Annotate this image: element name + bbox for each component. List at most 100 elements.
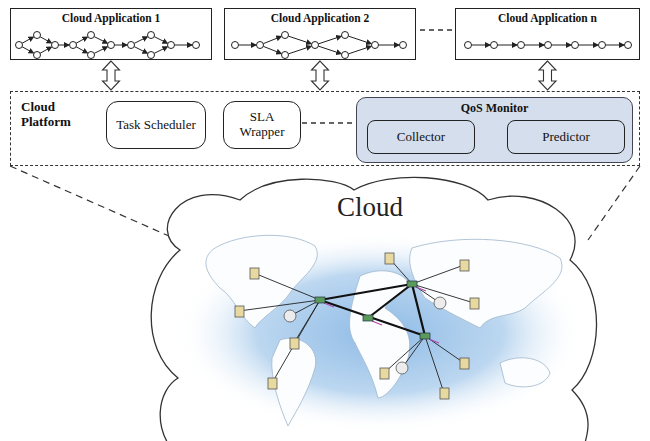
graph-vertex xyxy=(491,42,498,49)
graph-edge xyxy=(59,45,70,46)
access-link xyxy=(384,336,425,373)
switch-icon xyxy=(363,315,373,321)
graph-vertex xyxy=(625,42,632,49)
server-icon xyxy=(380,368,389,379)
graph-vertex xyxy=(282,32,289,39)
graph-vertex xyxy=(372,42,379,49)
graph-edge xyxy=(606,45,625,46)
server-icon xyxy=(385,253,394,264)
workflow-graph xyxy=(456,29,641,61)
continent xyxy=(206,235,317,328)
graph-edge xyxy=(94,47,107,54)
node-label: Cloud Application n xyxy=(498,12,597,24)
graph-vertex xyxy=(16,42,23,49)
graph-edge xyxy=(40,37,51,43)
backbone-link xyxy=(320,300,425,336)
application-box: Cloud Application 2 xyxy=(224,8,416,60)
graph-vertex xyxy=(34,32,41,39)
graph-vertex xyxy=(88,52,95,59)
node-label: Cloud Application 2 xyxy=(271,12,369,24)
purple-link xyxy=(324,303,334,307)
database-icon xyxy=(396,362,408,374)
graph-edge xyxy=(263,36,281,43)
cloud-shape: Cloud xyxy=(140,168,600,441)
graph-edge xyxy=(579,45,599,46)
graph-vertex xyxy=(148,52,155,59)
switch-icon xyxy=(407,281,417,287)
map-glow xyxy=(175,233,585,433)
backbone-link xyxy=(320,284,412,300)
graph-edge xyxy=(498,45,518,46)
server-icon xyxy=(235,306,244,317)
graph-vertex xyxy=(70,42,77,49)
graph-vertex xyxy=(465,42,472,49)
graph-edge xyxy=(288,46,311,54)
graph-vertex xyxy=(342,32,349,39)
graph-edge xyxy=(239,45,257,46)
graph-edge xyxy=(94,37,107,44)
graph-edge xyxy=(22,47,33,53)
component-box: Task Scheduler xyxy=(106,101,206,149)
block-arrow xyxy=(103,61,120,90)
graph-edge xyxy=(348,36,371,44)
graph-edge xyxy=(318,36,341,44)
arrow-body xyxy=(103,61,120,90)
graph-edge xyxy=(134,47,147,54)
database-icon xyxy=(434,297,446,309)
graph-edge xyxy=(175,45,193,46)
server-icon xyxy=(460,358,469,369)
graph-vertex xyxy=(400,42,407,49)
graph-edge xyxy=(472,45,491,46)
graph-vertex xyxy=(545,42,552,49)
graph-vertex xyxy=(572,42,579,49)
server-icon xyxy=(440,388,449,399)
graph-edge xyxy=(154,37,167,44)
application-box: Cloud Application n xyxy=(455,8,640,60)
application-box: Cloud Application 1 xyxy=(10,8,212,60)
arrow-body xyxy=(312,61,329,90)
graph-vertex xyxy=(128,42,135,49)
graph-edge xyxy=(40,47,51,53)
graph-vertex xyxy=(232,42,239,49)
switch-icon xyxy=(420,333,430,339)
perspective-line xyxy=(588,166,640,240)
arrow-body xyxy=(539,61,556,90)
purple-link xyxy=(372,321,382,325)
graph-edge xyxy=(76,37,87,43)
node-label: Cloud Application 1 xyxy=(62,12,160,24)
ellipsis-dash xyxy=(302,122,352,123)
node-label: QoS Monitor xyxy=(461,101,529,116)
graph-edge xyxy=(154,47,167,54)
workflow-graph xyxy=(225,29,417,61)
node-label: Cloud xyxy=(337,192,403,223)
continent xyxy=(410,239,562,328)
graph-edge xyxy=(76,47,87,53)
node-label: Cloud Platform xyxy=(21,100,83,130)
server-icon xyxy=(470,298,479,309)
graph-vertex xyxy=(282,52,289,59)
graph-edge xyxy=(525,45,545,46)
backbone-link xyxy=(368,284,412,318)
node-label: Collector xyxy=(397,129,445,145)
cloud-outline xyxy=(151,177,596,441)
access-link xyxy=(272,300,320,383)
access-link xyxy=(254,273,320,300)
graph-vertex xyxy=(52,42,59,49)
access-link xyxy=(425,336,464,363)
purple-link xyxy=(416,287,426,291)
server-icon xyxy=(268,378,277,389)
server-icon xyxy=(460,260,469,271)
graph-edge xyxy=(22,37,33,43)
continent xyxy=(500,358,550,387)
node-label: SLA Wrapper xyxy=(231,110,293,140)
graph-vertex xyxy=(108,42,115,49)
component-box: SLA Wrapper xyxy=(223,101,301,149)
graph-vertex xyxy=(312,42,319,49)
graph-vertex xyxy=(148,32,155,39)
graph-edge xyxy=(318,46,341,54)
platform-region: Cloud Platform Task Scheduler SLA Wrapper Q… xyxy=(10,91,640,166)
purple-link xyxy=(429,339,439,343)
node-label: Predictor xyxy=(542,129,590,145)
switch-icon xyxy=(315,297,325,303)
block-arrow xyxy=(312,61,329,90)
